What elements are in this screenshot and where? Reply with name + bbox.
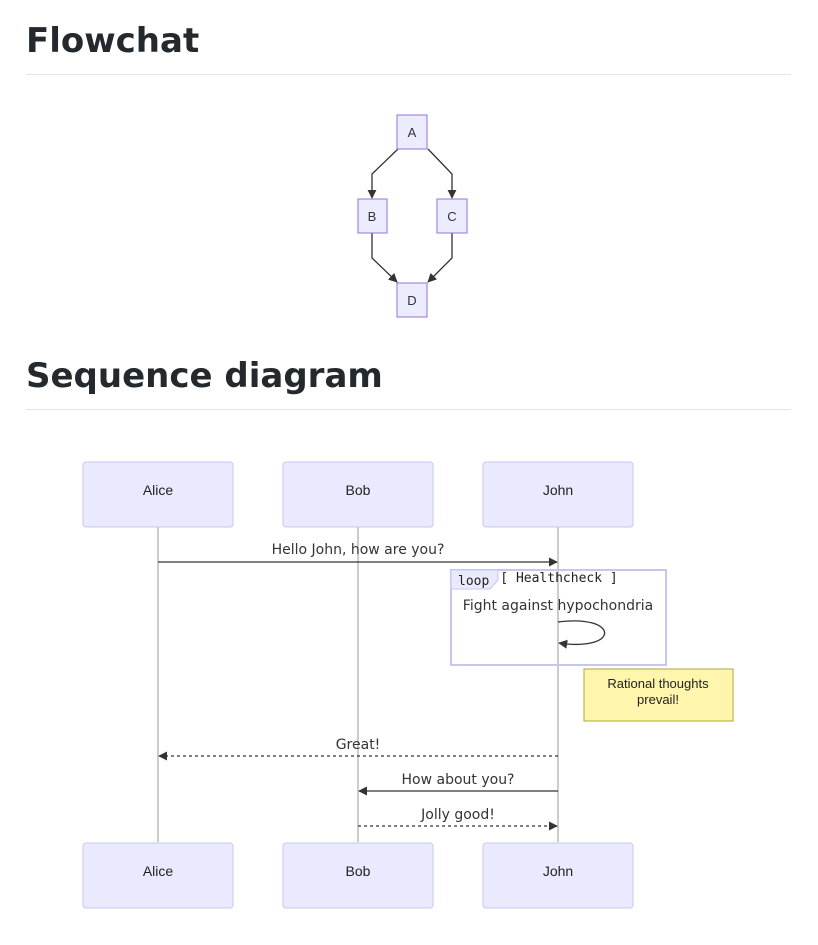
note-line-1: Rational thoughts <box>607 676 709 691</box>
sequence-heading-rule <box>26 409 791 410</box>
message-label: How about you? <box>402 772 515 788</box>
flowchart-node-d: D <box>396 282 428 318</box>
actor-label: Bob <box>346 863 371 879</box>
flowchart-diagram: A B C D <box>357 114 468 318</box>
flowchart-heading-rule <box>26 74 791 75</box>
flowchart-node-a: A <box>396 114 428 150</box>
actor-label: Alice <box>143 863 174 879</box>
message-label: Great! <box>336 737 381 753</box>
loop-label: [ Healthcheck ] <box>500 571 617 586</box>
actor-john-bottom: John <box>482 842 634 909</box>
node-label-c: C <box>447 209 456 224</box>
note-rational-thoughts: Rational thoughts prevail! <box>583 668 734 722</box>
sequence-diagram: Alice Bob John Hello John, how are you? … <box>82 461 734 909</box>
flowchart-node-b: B <box>357 198 388 234</box>
edge-b-d <box>371 233 398 283</box>
flowchart-heading: Flowchat <box>26 21 200 61</box>
actor-label: John <box>543 863 573 879</box>
sequence-heading: Sequence diagram <box>26 356 383 396</box>
flowchart-node-c: C <box>436 198 468 234</box>
actor-alice-bottom: Alice <box>82 842 234 909</box>
actor-alice-top: Alice <box>82 461 234 528</box>
actor-bob-top: Bob <box>282 461 434 528</box>
node-label-b: B <box>368 209 377 224</box>
actor-label: John <box>543 482 573 498</box>
self-message-arrow <box>557 620 606 649</box>
edge-a-c <box>427 148 457 199</box>
actor-label: Bob <box>346 482 371 498</box>
loop-keyword: loop <box>458 574 489 589</box>
actor-label: Alice <box>143 482 174 498</box>
node-label-a: A <box>408 125 417 140</box>
edge-a-b <box>367 148 399 199</box>
actor-bob-bottom: Bob <box>282 842 434 909</box>
node-label-d: D <box>407 293 416 308</box>
actor-john-top: John <box>482 461 634 528</box>
loop-block: loop [ Healthcheck ] <box>450 569 667 666</box>
message-label: Hello John, how are you? <box>272 542 445 558</box>
note-line-2: prevail! <box>637 692 679 707</box>
edge-c-d <box>427 233 453 283</box>
message-label: Fight against hypochondria <box>463 598 653 614</box>
message-label: Jolly good! <box>420 807 495 823</box>
